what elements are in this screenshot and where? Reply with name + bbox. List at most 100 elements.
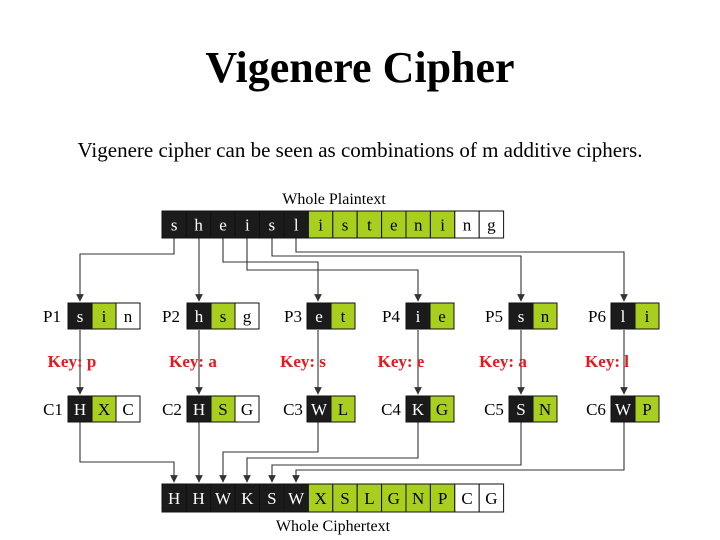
p1-cell-1: i <box>91 302 117 330</box>
connector-lines <box>76 238 628 483</box>
c2-cell-0: H <box>186 395 212 423</box>
p6-cell-1: i <box>634 302 660 330</box>
connector-cipher-1 <box>79 422 178 483</box>
group-label-p6: P6 <box>588 307 606 326</box>
p5-cell-0-text: s <box>518 307 525 326</box>
ciphertext-cell-7: S <box>332 483 358 513</box>
ciphertext-cell-10-text: N <box>412 489 424 508</box>
p4-cell-0-text: i <box>416 307 421 326</box>
c5-cell-1-text: N <box>539 400 551 419</box>
p2-cell-0-text: h <box>195 307 204 326</box>
ciphertext-cell-11-text: P <box>438 489 447 508</box>
c3-cell-0-text: W <box>311 400 328 419</box>
p1-cell-1-text: i <box>102 307 107 326</box>
c2-cell-0-text: H <box>193 400 205 419</box>
key-label-4: Key: e <box>378 352 425 371</box>
p6-cell-0: l <box>610 302 636 330</box>
c6-cell-1-text: P <box>642 400 651 419</box>
ciphertext-cell-5-text: W <box>288 489 305 508</box>
key-label-3: Key: s <box>280 352 326 371</box>
ciphertext-cell-6: X <box>307 483 334 513</box>
plaintext-cell-11-text: i <box>440 216 445 235</box>
p4-cell-0: i <box>405 302 431 330</box>
c5-cell-1: N <box>532 395 558 423</box>
plaintext-cell-6-text: i <box>318 216 323 235</box>
connector-plain-5 <box>271 238 525 302</box>
plaintext-cell-4: s <box>259 210 285 239</box>
plaintext-cell-3: i <box>234 210 261 239</box>
plaintext-cell-10: n <box>405 210 431 239</box>
plaintext-cell-9: e <box>381 210 407 239</box>
key-label-1: Key: p <box>48 352 97 371</box>
plaintext-cell-5-text: l <box>294 216 299 235</box>
p2-cell-1: s <box>210 302 236 330</box>
connector-cipher-5 <box>268 422 522 483</box>
plaintext-cell-2: e <box>210 210 236 239</box>
plaintext-cell-1-text: h <box>194 216 203 235</box>
ciphertext-cell-8: L <box>356 483 383 513</box>
key-label-2: Key: a <box>169 352 217 371</box>
c3-cell-1-text: L <box>338 400 348 419</box>
c3-cell-0: W <box>306 395 332 423</box>
ciphertext-cell-3: K <box>234 483 261 513</box>
ciphertext-cell-7-text: S <box>340 489 349 508</box>
connector-cipher-4 <box>243 422 419 483</box>
c4-cell-0: K <box>405 395 431 423</box>
ciphertext-cell-0: H <box>161 483 187 513</box>
connector-plain-1 <box>76 238 175 302</box>
plaintext-cell-3-text: i <box>245 216 250 235</box>
plaintext-cell-7-text: s <box>342 216 349 235</box>
plaintext-cell-5: l <box>283 210 309 239</box>
ciphertext-cell-0-text: H <box>168 489 180 508</box>
c1-cell-1-text: X <box>98 400 110 419</box>
plaintext-cell-10-text: n <box>414 216 423 235</box>
c2-cell-2-text: G <box>241 400 253 419</box>
p6-cell-1-text: i <box>645 307 650 326</box>
c4-cell-1: G <box>429 395 455 423</box>
ciphertext-cell-2: W <box>210 483 236 513</box>
group-label-c1: C1 <box>43 400 63 419</box>
ciphertext-cell-3-text: K <box>241 489 254 508</box>
p1-cell-0-text: s <box>77 307 84 326</box>
ciphertext-cell-2-text: W <box>215 489 232 508</box>
ciphertext-cell-12-text: C <box>461 489 472 508</box>
group-label-c6: C6 <box>586 400 606 419</box>
ciphertext-cell-9-text: G <box>388 489 400 508</box>
c1-cell-2-text: C <box>122 400 133 419</box>
plaintext-cell-9-text: e <box>390 216 398 235</box>
group-label-p2: P2 <box>162 307 180 326</box>
plaintext-cell-12: n <box>454 210 480 239</box>
plaintext-cell-8: t <box>356 210 383 239</box>
c5-cell-0-text: S <box>516 400 525 419</box>
c3-cell-1: L <box>330 395 356 423</box>
plaintext-cell-0: s <box>161 210 187 239</box>
ciphertext-cell-5: W <box>283 483 309 513</box>
c1-cell-1: X <box>91 395 117 423</box>
plaintext-cell-13: g <box>478 210 505 239</box>
p5-cell-1-text: n <box>541 307 550 326</box>
group-label-c5: C5 <box>484 400 504 419</box>
plaintext-cell-8-text: t <box>367 216 372 235</box>
plaintext-cell-4-text: s <box>268 216 275 235</box>
p3-cell-1-text: t <box>341 307 346 326</box>
p1-cell-0: s <box>67 302 93 330</box>
plaintext-label: Whole Plaintext <box>282 191 386 208</box>
ciphertext-cell-13-text: G <box>485 489 497 508</box>
c2-cell-2: G <box>234 395 260 423</box>
p3-cell-0-text: e <box>315 307 323 326</box>
c6-cell-1: P <box>634 395 660 423</box>
plaintext-cell-11: i <box>429 210 456 239</box>
c1-cell-0: H <box>67 395 93 423</box>
group-label-c2: C2 <box>162 400 182 419</box>
connector-plain-4 <box>246 238 422 302</box>
p5-cell-1: n <box>532 302 558 330</box>
p2-cell-0: h <box>186 302 212 330</box>
c4-cell-0-text: K <box>412 400 425 419</box>
connector-plain-3 <box>222 238 322 302</box>
plaintext-cell-0-text: s <box>171 216 178 235</box>
group-label-p1: P1 <box>43 307 61 326</box>
c2-cell-1: S <box>210 395 236 423</box>
ciphertext-cell-11: P <box>429 483 456 513</box>
